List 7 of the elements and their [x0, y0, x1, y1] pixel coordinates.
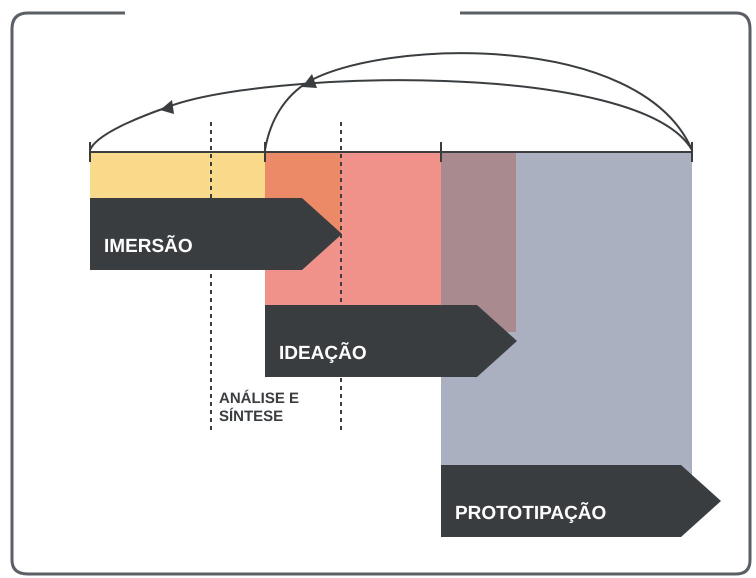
phase-arrow [90, 198, 342, 270]
phase-label: PROTOTIPAÇÃO [454, 503, 606, 526]
phase-label: IDEAÇÃO [278, 343, 367, 366]
phase-label: ANÁLISE E SÍNTESE [219, 390, 300, 426]
phase-arrow [265, 305, 517, 377]
phase-arrow [441, 465, 721, 537]
phase-label: IMERSÃO [103, 236, 193, 259]
